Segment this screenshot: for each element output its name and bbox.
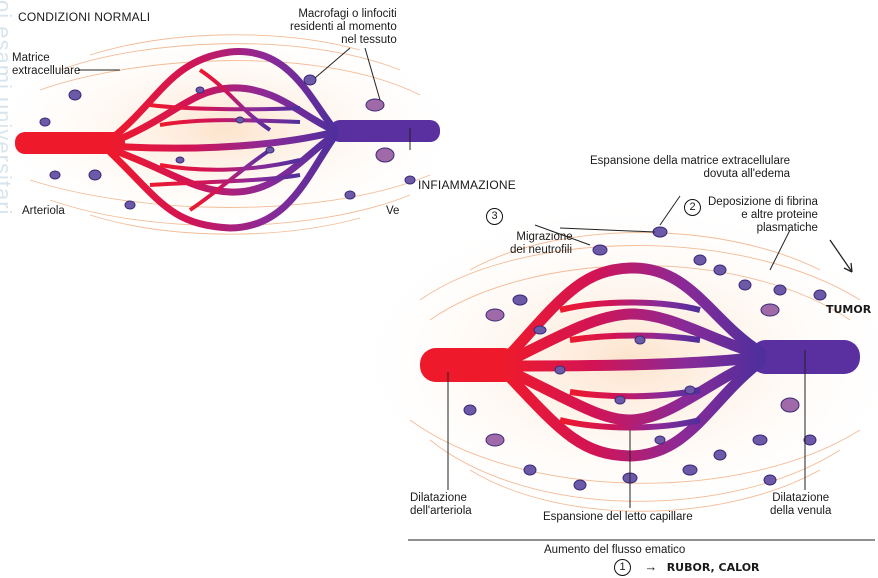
matrix-label: Matrice extracellulare [12, 52, 80, 78]
step2-badge: 2 [684, 199, 701, 216]
inflamed-title: INFIAMMAZIONE [418, 178, 516, 192]
rubor-calor-label: RUBOR, CALOR [667, 561, 760, 574]
arteriole-dilation-label: Dilatazione dell'arteriola [410, 492, 472, 518]
arteriole-label: Arteriola [22, 205, 65, 218]
matrix-expansion-label: Espansione della matrice extracellulare … [590, 155, 790, 181]
macrophage-label: Macrofagi o linfociti residenti al momen… [290, 8, 397, 47]
step3-text: Migrazione dei neutrofili [510, 231, 573, 256]
tumor-label: TUMOR [826, 303, 871, 316]
step1-badge: 1 [614, 559, 631, 576]
capillary-expansion-label: Espansione del letto capillare [543, 511, 693, 524]
normal-title: CONDIZIONI NORMALI [18, 10, 150, 24]
step2-text: Deposizione di fibrina e altre proteine … [708, 196, 818, 235]
venule-label: Ve [386, 205, 399, 218]
arrow-icon: → [644, 559, 657, 574]
step3-badge: 3 [486, 208, 503, 225]
step3-label: 3 Migrazione dei neutrofili [486, 205, 549, 257]
flow-increase-label: Aumento del flusso ematico [544, 544, 685, 557]
step2-label: 2 Deposizione di fibrina e altre protein… [684, 196, 794, 235]
step1-row: 1 → RUBOR, CALOR [614, 559, 760, 576]
venule-dilation-label: Dilatazione della venula [770, 492, 831, 518]
